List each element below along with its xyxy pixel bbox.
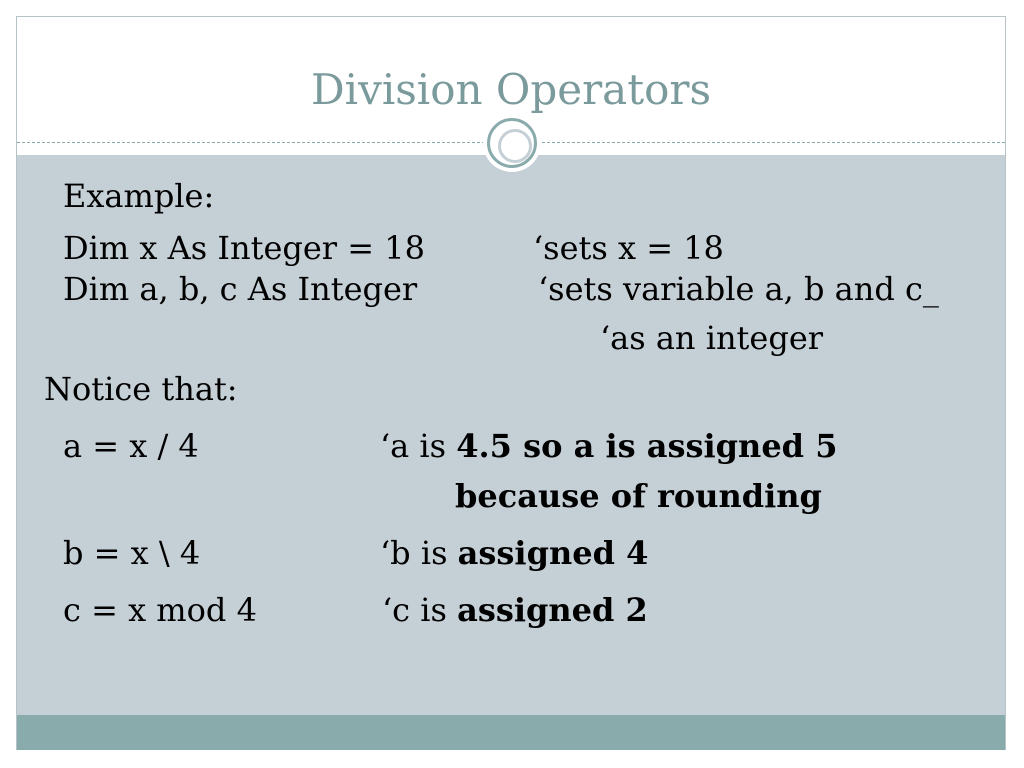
content-panel (17, 155, 1005, 715)
c-code: c = x mod 4 (63, 591, 257, 629)
circle-ornament-icon (483, 114, 541, 172)
c-comment-prefix: ‘c is (382, 591, 458, 629)
dim-abc-comment-continued: ‘as an integer (600, 319, 824, 357)
slide-title: Division Operators (310, 65, 712, 114)
a-comment-prefix: ‘a is (380, 427, 457, 465)
footer-bar (17, 715, 1005, 750)
a-code: a = x / 4 (63, 427, 199, 465)
dim-abc-code: Dim a, b, c As Integer (63, 270, 418, 308)
notice-label: Notice that: (44, 370, 238, 408)
b-comment: ‘b is assigned 4 (380, 537, 648, 569)
ornament-inner-ring (498, 129, 532, 163)
example-label: Example: (63, 177, 215, 215)
dim-x-code: Dim x As Integer = 18 (63, 229, 425, 267)
c-comment-bold: assigned 2 (457, 591, 648, 629)
ornament-ring (487, 118, 537, 168)
a-comment-continued: because of rounding (455, 477, 822, 515)
a-comment: ‘a is 4.5 so a is assigned 5 (380, 430, 837, 462)
b-code: b = x \ 4 (63, 534, 201, 572)
b-comment-bold: assigned 4 (457, 534, 649, 572)
c-comment: ‘c is assigned 2 (382, 594, 648, 626)
dim-abc-comment: ‘sets variable a, b and c_ (538, 270, 939, 308)
a-comment-bold: 4.5 so a is assigned 5 (456, 427, 838, 465)
b-comment-prefix: ‘b is (380, 534, 458, 572)
dim-x-comment: ‘sets x = 18 (533, 229, 724, 267)
